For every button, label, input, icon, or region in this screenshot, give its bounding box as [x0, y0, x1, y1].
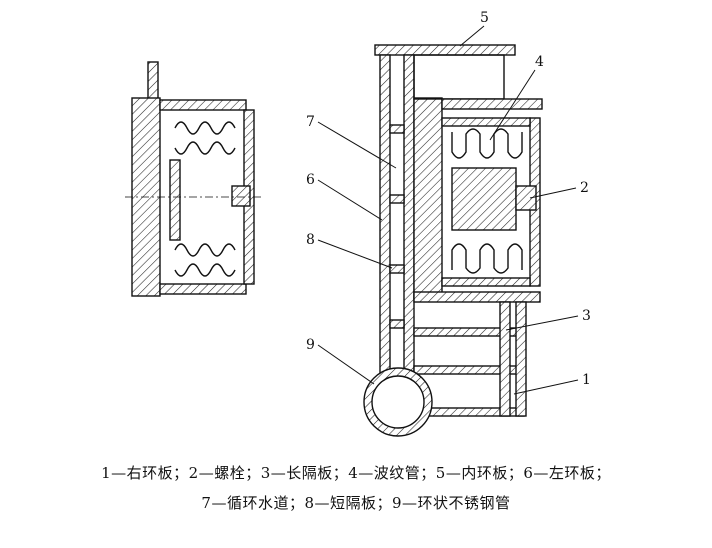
- caption-line-2: 7—循环水道；8—短隔板；9—环状不锈钢管: [201, 494, 511, 512]
- lower-right-column: [499, 301, 511, 417]
- leader-7: [317, 121, 397, 169]
- leader-2: [529, 187, 577, 199]
- piston-block: [451, 167, 517, 231]
- bellows-chamber-top: [441, 117, 531, 127]
- caption-line-1: 1—右环板；2—螺栓；3—长隔板；4—波纹管；5—内环板；6—左环板；: [101, 464, 611, 482]
- short-baffle-2: [389, 194, 405, 204]
- callout-6: 6: [306, 172, 315, 188]
- callout-8: 8: [306, 232, 315, 248]
- large-section-view: [363, 44, 543, 437]
- callout-1: 1: [582, 372, 591, 388]
- left-column-inner-wall: [403, 54, 415, 401]
- small-section-view: [125, 61, 262, 297]
- ring-steel-pipe-inner: [371, 375, 425, 429]
- small-bolt: [231, 185, 251, 207]
- callout-5: 5: [480, 10, 489, 26]
- upper-housing-top: [413, 54, 505, 100]
- lower-housing-plate: [413, 291, 541, 303]
- upper-housing-plate: [441, 98, 543, 110]
- short-baffle-1: [389, 124, 405, 134]
- lower-right-outer: [515, 301, 527, 417]
- small-piston: [169, 159, 181, 241]
- callout-9: 9: [306, 337, 315, 353]
- leader-3: [505, 315, 579, 331]
- bellows-chamber-bottom: [441, 277, 531, 287]
- leader-9: [317, 344, 375, 385]
- leader-1: [513, 379, 579, 395]
- callout-numbers: 5 4 7 6 2 8 3 9 1: [306, 10, 591, 388]
- bolt-2: [515, 185, 537, 211]
- callout-4: 4: [535, 54, 544, 70]
- leader-6: [317, 179, 383, 221]
- circulating-channel-block: [413, 97, 443, 299]
- short-baffle-4: [389, 319, 405, 329]
- leader-5: [459, 25, 485, 47]
- leader-lines: [317, 25, 579, 395]
- small-bottom-plate: [159, 283, 247, 295]
- inner-ring-plate: [374, 44, 516, 56]
- bellows-bottom: [451, 243, 523, 274]
- small-top-plate: [159, 99, 247, 111]
- callout-3: 3: [582, 308, 591, 324]
- leader-4: [489, 69, 536, 141]
- callout-7: 7: [306, 114, 315, 130]
- leader-8: [317, 239, 393, 269]
- bellows-top: [451, 128, 523, 159]
- short-baffle-3: [389, 264, 405, 274]
- callout-2: 2: [580, 180, 589, 196]
- small-bellows-bottom: [174, 243, 236, 277]
- left-ring-plate: [379, 54, 391, 401]
- small-bellows-top: [174, 121, 236, 155]
